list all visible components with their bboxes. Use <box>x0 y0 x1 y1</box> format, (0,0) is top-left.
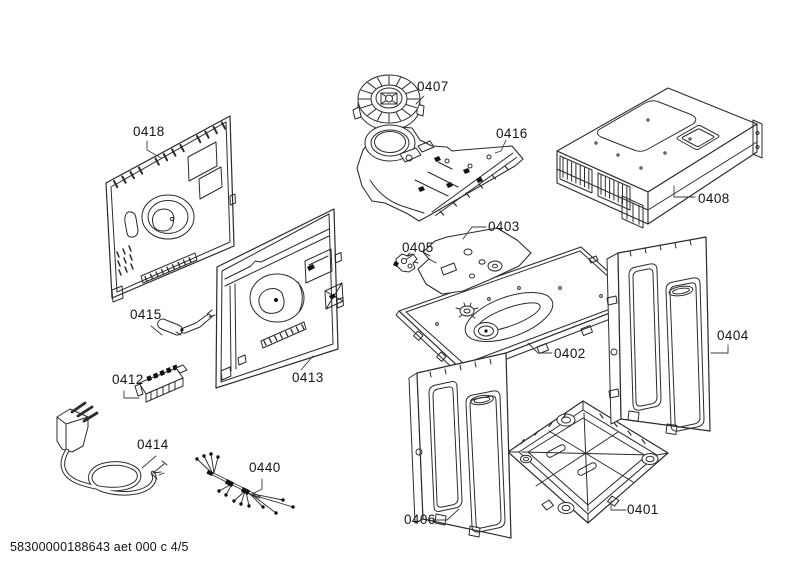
leader-0415 <box>150 325 163 336</box>
part-label-0407: 0407 <box>417 79 449 94</box>
part-label-0416: 0416 <box>496 126 528 141</box>
leader-0416 <box>494 139 507 154</box>
part-label-0405: 0405 <box>402 240 434 255</box>
part-0413-inner-back-panel <box>215 208 344 389</box>
part-label-0401: 0401 <box>627 502 659 517</box>
part-label-0403: 0403 <box>488 219 520 234</box>
part-0440-wiring-harness <box>195 452 295 515</box>
leader-0401 <box>610 500 627 511</box>
leader-0413 <box>300 355 314 371</box>
leader-0414 <box>141 455 157 469</box>
part-label-0414: 0414 <box>137 437 169 452</box>
leader-0440 <box>249 478 263 496</box>
part-0416-fan-mounting-panel <box>356 124 524 222</box>
part-label-0412: 0412 <box>112 372 144 387</box>
leader-0404 <box>710 344 729 354</box>
leader-0405 <box>406 253 415 260</box>
part-0403-insulation-panel <box>417 227 532 295</box>
part-0414-power-cord <box>56 401 168 496</box>
fan-recess-circle <box>141 194 195 240</box>
leader-0418 <box>146 140 162 159</box>
leader-0403 <box>462 226 487 240</box>
part-0406-side-panel-left <box>408 352 512 539</box>
document-code: 58300000188643 aet 000 c 4/5 <box>10 540 189 554</box>
part-0415-fixing-clip <box>157 309 216 336</box>
fan-housing-circle <box>249 273 305 323</box>
leader-0408 <box>673 185 696 198</box>
part-label-0413: 0413 <box>292 370 324 385</box>
part-label-0404: 0404 <box>717 328 749 343</box>
part-0418-outer-back-panel <box>105 115 236 303</box>
callout-leader-lines <box>123 95 729 521</box>
leader-0407 <box>415 95 425 105</box>
part-label-0418: 0418 <box>133 124 165 139</box>
part-label-0408: 0408 <box>698 191 730 206</box>
leader-0402 <box>527 342 553 354</box>
part-label-0415: 0415 <box>130 307 162 322</box>
part-label-0440: 0440 <box>249 460 281 475</box>
part-0401-base-panel <box>507 400 669 524</box>
leader-0406 <box>432 508 460 521</box>
part-label-0402: 0402 <box>554 346 586 361</box>
part-0408-top-cover <box>556 87 763 229</box>
part-label-0406: 0406 <box>404 512 436 527</box>
heater-loop-outline <box>464 291 554 343</box>
leader-0412 <box>123 390 140 399</box>
part-0404-side-panel-right <box>606 236 711 435</box>
part-0412-terminal-block <box>134 364 188 403</box>
part-0405-small-bracket <box>393 252 419 273</box>
